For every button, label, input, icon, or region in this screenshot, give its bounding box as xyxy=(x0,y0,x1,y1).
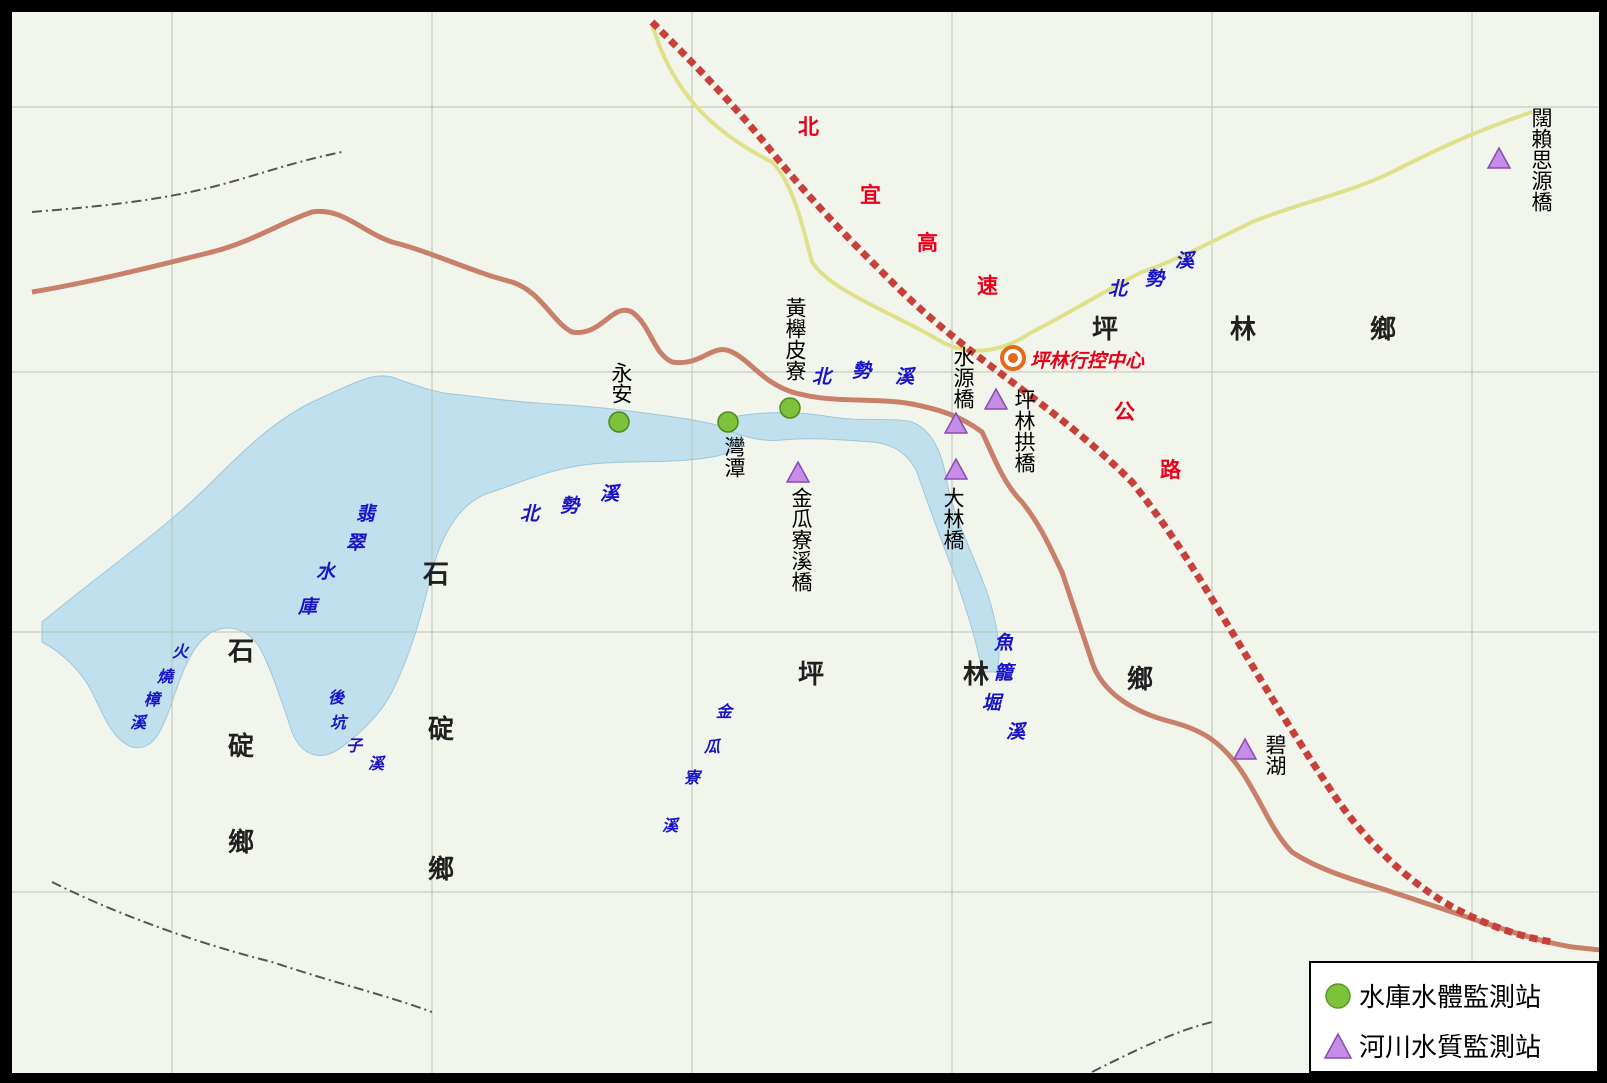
control-center-marker xyxy=(1000,345,1026,371)
station-label-huangjupiliao: 黃櫸皮寮 xyxy=(783,297,807,381)
provincial-road xyxy=(31,208,1599,953)
town-pinglin-3: 鄉 xyxy=(1127,665,1154,695)
station-label-bihu: 碧湖 xyxy=(1263,734,1287,776)
river-station-markers xyxy=(785,146,1512,760)
reservoir-station-markers xyxy=(608,397,801,433)
river-station-marker-dalin xyxy=(943,457,969,480)
river-station-marker-jinguaaliao xyxy=(785,460,811,483)
town-shiding2-3: 鄉 xyxy=(228,828,255,858)
green-circle-icon xyxy=(1325,982,1351,1009)
river-beishi-w-3: 溪 xyxy=(600,483,620,505)
river-beishi-mid-1: 北 xyxy=(812,366,832,388)
river-yuguangjue-1: 魚 xyxy=(994,632,1014,654)
river-station-marker-bihu xyxy=(1232,737,1258,760)
town-shiding2-1: 石 xyxy=(228,637,255,667)
river-beishi-ne-2: 勢 xyxy=(1145,268,1165,290)
river-yuguangjue-4: 溪 xyxy=(1006,721,1026,743)
feicui-reservoir-water xyxy=(41,375,743,756)
river-beishi-w-2: 勢 xyxy=(560,495,580,517)
river-yuguangjue-2: 籠 xyxy=(994,662,1014,684)
station-label-dalin: 大林橋 xyxy=(941,487,965,550)
river-huoshao-1: 火 xyxy=(172,642,189,661)
county-boundary xyxy=(31,151,1213,1073)
river-huoshao-3: 樟 xyxy=(144,690,161,709)
township-boundary xyxy=(650,23,1533,353)
station-label-wantan: 灣潭 xyxy=(722,436,746,478)
river-feicui-4: 庫 xyxy=(298,596,318,618)
town-shiding2-2: 碇 xyxy=(228,732,255,762)
river-yuguangjue-3: 堀 xyxy=(982,692,1002,714)
station-label-shuiyuan: 水源橋 xyxy=(951,346,975,409)
river-beishi-mid-2: 勢 xyxy=(852,360,872,382)
highway-char-3: 高 xyxy=(917,231,938,255)
town-pinglin-2: 林 xyxy=(963,660,990,690)
river-houkengzi-1: 後 xyxy=(328,688,345,707)
river-station-marker-kuolaisiyuan xyxy=(1486,146,1512,169)
highway-char-4: 速 xyxy=(977,274,998,298)
beishi-river-water xyxy=(731,411,1000,673)
river-feicui-3: 水 xyxy=(316,561,336,583)
station-label-pinglinggongqiao: 坪林拱橋 xyxy=(1012,389,1036,473)
town-shiding-2: 碇 xyxy=(428,715,455,745)
river-houkengzi-4: 溪 xyxy=(368,754,385,773)
river-jingualiao-2: 瓜 xyxy=(704,737,721,756)
river-feicui-2: 翠 xyxy=(346,532,366,554)
highway-char-2: 宜 xyxy=(860,183,881,207)
legend-river-row: 河川水質監測站 xyxy=(1323,1027,1541,1064)
river-houkengzi-3: 子 xyxy=(346,736,363,755)
purple-triangle-icon xyxy=(1323,1031,1353,1059)
legend-reservoir-label: 水庫水體監測站 xyxy=(1359,983,1542,1013)
river-huoshao-4: 溪 xyxy=(130,713,147,732)
reservoir-station-marker-yongan xyxy=(608,411,630,433)
river-station-marker-pinglingonggiao xyxy=(983,387,1009,410)
town-shiding-3: 鄉 xyxy=(428,855,455,885)
river-jingualiao-1: 金 xyxy=(716,702,733,721)
map-legend: 水庫水體監測站 河川水質監測站 xyxy=(1309,961,1599,1073)
beiyi-freeway xyxy=(649,19,1553,946)
legend-reservoir-row: 水庫水體監測站 xyxy=(1323,977,1541,1014)
control-center-label: 坪林行控中心 xyxy=(1030,350,1145,372)
river-beishi-ne-3: 溪 xyxy=(1175,250,1195,272)
river-beishi-w-1: 北 xyxy=(520,503,540,525)
town-pinglin2-1: 坪 xyxy=(1092,315,1119,345)
river-beishi-mid-3: 溪 xyxy=(895,366,915,388)
town-pinglin2-3: 鄉 xyxy=(1370,315,1397,345)
town-pinglin2-2: 林 xyxy=(1230,315,1257,345)
river-beishi-ne-1: 北 xyxy=(1108,278,1128,300)
highway-char-6: 路 xyxy=(1160,458,1181,482)
station-label-jingualiao: 金瓜寮溪橋 xyxy=(789,487,813,592)
map-grid xyxy=(12,12,1599,1073)
river-houkengzi-2: 坑 xyxy=(330,713,347,732)
town-shiding-1: 石 xyxy=(423,560,450,590)
river-jingualiao-3: 寮 xyxy=(684,768,701,787)
reservoir-station-marker-wantan xyxy=(717,411,739,433)
topographic-map xyxy=(12,12,1599,1073)
river-huoshao-2: 燒 xyxy=(157,667,174,686)
station-label-yongan: 永安 xyxy=(609,362,633,404)
highway-char-5: 公 xyxy=(1114,400,1135,424)
station-label-kuolaisiyuan: 闊賴思源橋 xyxy=(1529,107,1553,212)
river-feicui-1: 翡 xyxy=(356,503,376,525)
highway-char-1: 北 xyxy=(798,115,819,139)
legend-river-label: 河川水質監測站 xyxy=(1359,1033,1542,1063)
river-jingualiao-4: 溪 xyxy=(662,816,679,835)
reservoir-station-marker-huangjupiliao xyxy=(779,397,801,419)
river-station-marker-shuiyuan xyxy=(943,411,969,434)
town-pinglin-1: 坪 xyxy=(798,660,825,690)
